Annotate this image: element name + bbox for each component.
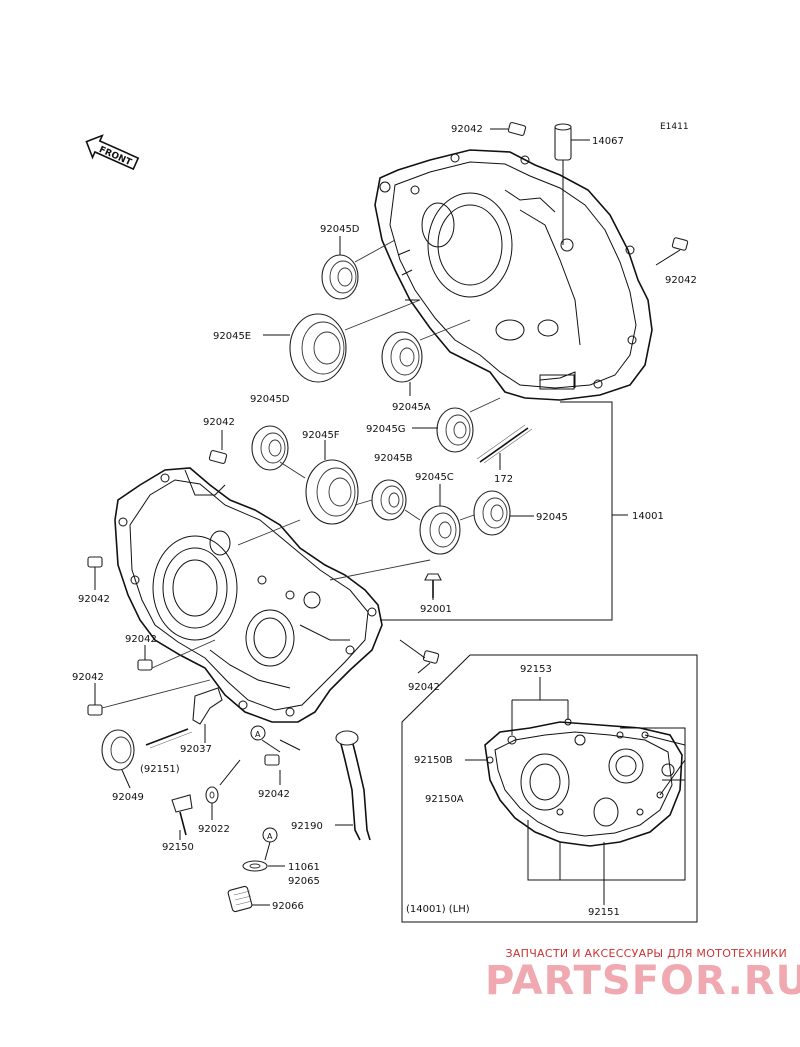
callout-92150A: 92150A	[425, 794, 464, 805]
dowel-92042-left-lower	[87, 704, 103, 716]
washer-92022	[205, 786, 219, 804]
stud-172	[476, 424, 533, 464]
callout-92022: 92022	[198, 824, 230, 835]
pin-14067	[554, 123, 572, 161]
watermark-logo: PARTSFOR.RU	[485, 958, 800, 1004]
callout-92150B: 92150B	[414, 755, 453, 766]
bolt-92150	[171, 794, 193, 836]
dowel-92042-lower-right	[422, 650, 440, 664]
bolt-92151-long	[145, 728, 193, 749]
dowel-92042-right	[671, 237, 689, 251]
callout-92190: 92190	[291, 821, 323, 832]
gasket-11061	[242, 860, 268, 872]
callout-92065: 92065	[288, 876, 320, 887]
callout-92042-upper-left: 92042	[203, 417, 235, 428]
callout-92045D-upper: 92045D	[320, 224, 360, 235]
bearing-92045F	[251, 425, 289, 471]
callout-92150: 92150	[162, 842, 194, 853]
callout-92045B: 92045B	[374, 453, 413, 464]
callout-92045E: 92045E	[213, 331, 251, 342]
callout-92037: 92037	[180, 744, 212, 755]
hose-92190	[335, 730, 371, 841]
bearing-92045D-upper	[321, 254, 359, 300]
front-arrow-icon: FRONT	[85, 134, 140, 171]
callout-92042-left-lower: 92042	[72, 672, 104, 683]
assembly-bracket-14001	[380, 401, 628, 621]
callout-92151: 92151	[588, 907, 620, 918]
ref-a-lower-label: A	[267, 832, 273, 841]
bearing-large-lower	[305, 459, 359, 525]
bearing-92045A	[381, 331, 423, 383]
callout-92045G: 92045G	[366, 424, 406, 435]
crankcase-left-half	[114, 467, 383, 723]
bracket-92037	[192, 687, 223, 725]
callout-92153: 92153	[520, 664, 552, 675]
callout-92151-paren: (92151)	[140, 764, 180, 775]
dowel-92042-top	[507, 121, 527, 137]
callout-92042-left-mid: 92042	[125, 634, 157, 645]
callout-92045A: 92045A	[392, 402, 431, 413]
callout-14001-lh: (14001) (LH)	[406, 904, 470, 915]
crankcase-right-half	[374, 149, 653, 401]
callout-92045: 92045	[536, 512, 568, 523]
callout-92001: 92001	[420, 604, 452, 615]
inset-lh-crankcase	[401, 654, 698, 923]
callout-92045D-mid: 92045D	[250, 394, 290, 405]
bearing-92045	[473, 490, 511, 536]
bearing-92045C	[419, 505, 461, 555]
dowel-92042-bottom	[264, 754, 280, 766]
bolt-92001	[424, 573, 442, 598]
dowel-92042-left-mid	[137, 659, 153, 671]
callout-172: 172	[494, 474, 513, 485]
callout-92042-lower-right: 92042	[408, 682, 440, 693]
bearing-92045G	[436, 407, 474, 453]
plug-92066	[227, 885, 253, 913]
watermark-tagline: ЗАПЧАСТИ И АКСЕССУАРЫ ДЛЯ МОТОТЕХНИКИ	[505, 947, 787, 960]
callout-92066: 92066	[272, 901, 304, 912]
callout-11061: 11061	[288, 862, 320, 873]
bearing-small-mid	[371, 479, 407, 521]
callout-92045F: 92045F	[302, 430, 340, 441]
bearing-92045E	[289, 313, 347, 383]
callout-92042-top: 92042	[451, 124, 483, 135]
dowel-92042-upper-left	[208, 449, 228, 465]
seal-92049	[101, 729, 135, 771]
callout-14001: 14001	[632, 511, 664, 522]
callout-92045C: 92045C	[415, 472, 454, 483]
ref-marker-a-upper: A	[250, 725, 266, 741]
diagram-code: E1411	[660, 122, 689, 132]
callout-92042-left-upper: 92042	[78, 594, 110, 605]
ref-marker-a-lower: A	[262, 827, 278, 843]
ref-a-upper-label: A	[255, 730, 261, 739]
callout-92042-right: 92042	[665, 275, 697, 286]
dowel-92042-left-upper	[87, 556, 103, 568]
callout-92049: 92049	[112, 792, 144, 803]
callout-14067: 14067	[592, 136, 624, 147]
callout-92042-bottom: 92042	[258, 789, 290, 800]
